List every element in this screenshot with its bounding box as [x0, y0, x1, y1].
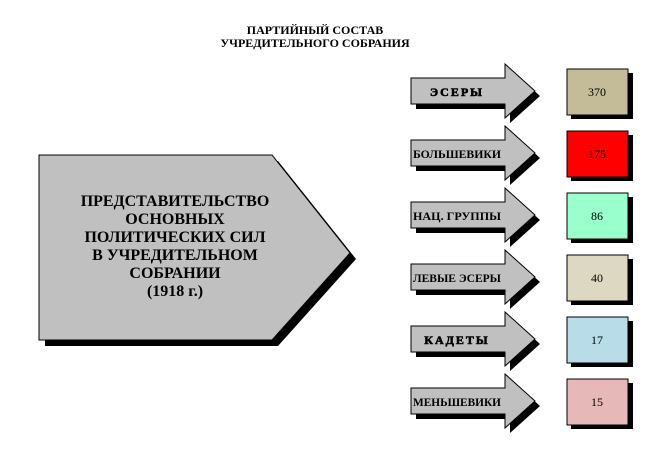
party-name: КАДЕТЫ [424, 333, 489, 347]
party-row: БОЛЬШЕВИКИ 175 [410, 124, 633, 185]
seats-box [566, 316, 629, 364]
party-row: КАДЕТЫ 17 [410, 310, 633, 371]
party-name: БОЛЬШЕВИКИ [413, 147, 502, 161]
party-name: НАЦ. ГРУППЫ [413, 209, 501, 223]
seats-box [566, 192, 629, 240]
party-name: ЛЕВЫЕ ЭСЕРЫ [413, 271, 501, 285]
seats-box [566, 254, 629, 302]
seats-value: 15 [591, 395, 603, 409]
main-block-line: В УЧРЕДИТЕЛЬНОМ [92, 247, 258, 264]
arrow-right-icon [410, 124, 536, 182]
seats-box [566, 130, 629, 178]
seats-value: 40 [591, 271, 603, 285]
party-row: МЕНЬШЕВИКИ 15 [410, 372, 633, 433]
arrow-right-icon [410, 372, 536, 430]
party-row: ЛЕВЫЕ ЭСЕРЫ 40 [410, 248, 633, 309]
party-name: МЕНЬШЕВИКИ [413, 395, 502, 409]
main-block-line: ПОЛИТИЧЕСКИХ СИЛ [84, 229, 265, 246]
party-name: ЭСЕРЫ [430, 85, 484, 99]
main-block-line: (1918 г.) [147, 283, 203, 300]
diagram-title: ПАРТИЙНЫЙ СОСТАВ УЧРЕДИТЕЛЬНОГО СОБРАНИЯ [0, 24, 630, 50]
arrow-right-icon [410, 186, 536, 244]
arrow-right-icon [410, 62, 536, 120]
title-line-1: ПАРТИЙНЫЙ СОСТАВ [246, 23, 384, 37]
seats-value: 370 [588, 85, 606, 99]
party-row: ЭСЕРЫ 370 [410, 62, 633, 123]
arrow-right-icon [410, 310, 536, 368]
main-block-line: СОБРАНИИ [129, 265, 221, 282]
seats-value: 86 [591, 209, 603, 223]
main-block-line: ОСНОВНЫХ [125, 211, 225, 228]
party-row: НАЦ. ГРУППЫ 86 [410, 186, 633, 247]
seats-value: 175 [588, 147, 606, 161]
seats-box [566, 378, 629, 426]
main-block-shape [38, 154, 351, 341]
main-block-line: ПРЕДСТАВИТЕЛЬСТВО [81, 193, 270, 210]
arrow-right-icon [410, 248, 536, 306]
seats-box [566, 68, 629, 116]
title-line-2: УЧРЕДИТЕЛЬНОГО СОБРАНИЯ [220, 36, 410, 50]
seats-value: 17 [591, 333, 603, 347]
